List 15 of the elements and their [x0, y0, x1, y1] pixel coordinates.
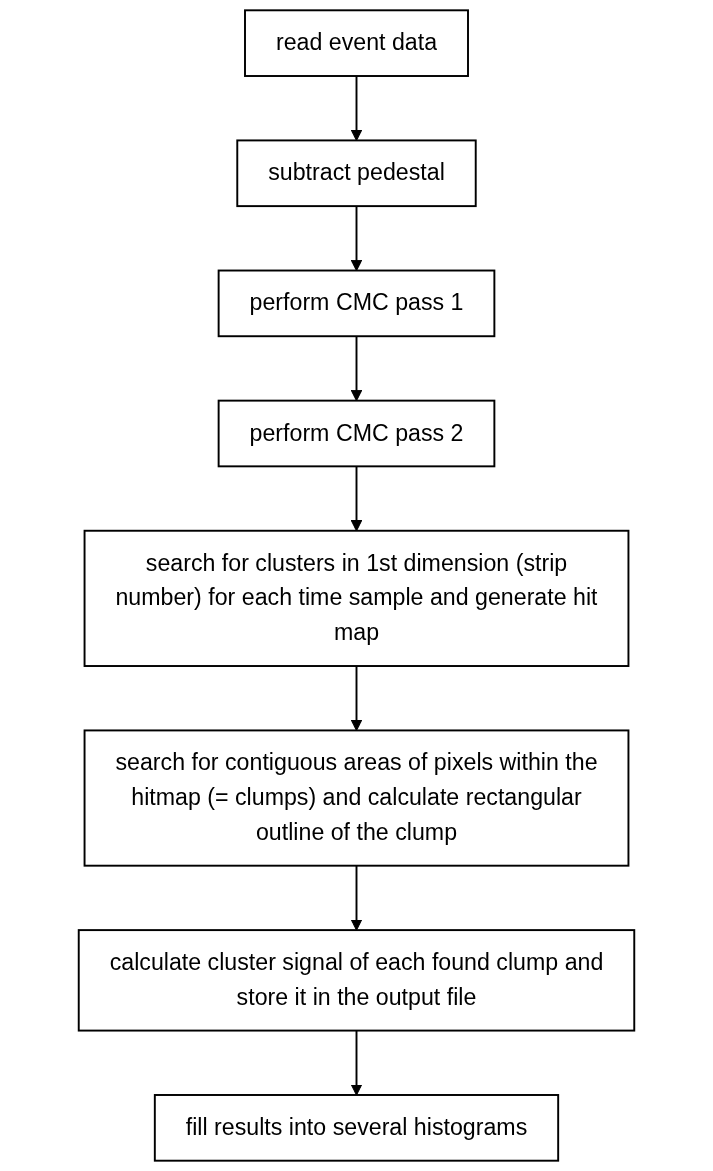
arrow	[350, 465, 363, 532]
node-box: search for clusters in 1st dimension (strip number) for each time sample and generate hit map	[83, 529, 630, 667]
node-box: read event data	[244, 9, 469, 77]
node-box: subtract pedestal	[236, 139, 477, 208]
arrow	[350, 205, 363, 272]
node-box: search for contiguous areas of pixels within the hitmap (= clumps) and calculate rectangular outline of the clump	[83, 729, 630, 867]
arrow	[350, 665, 363, 731]
node-box: fill results into several histograms	[153, 1094, 560, 1162]
arrow	[350, 1029, 363, 1096]
arrow	[350, 335, 363, 402]
arrow	[350, 864, 363, 931]
node-box: calculate cluster signal of each found clump and store it in the output file	[77, 929, 636, 1032]
node-box: perform CMC pass 1	[217, 269, 496, 338]
arrow	[350, 75, 363, 141]
node-box: perform CMC pass 2	[217, 399, 496, 468]
